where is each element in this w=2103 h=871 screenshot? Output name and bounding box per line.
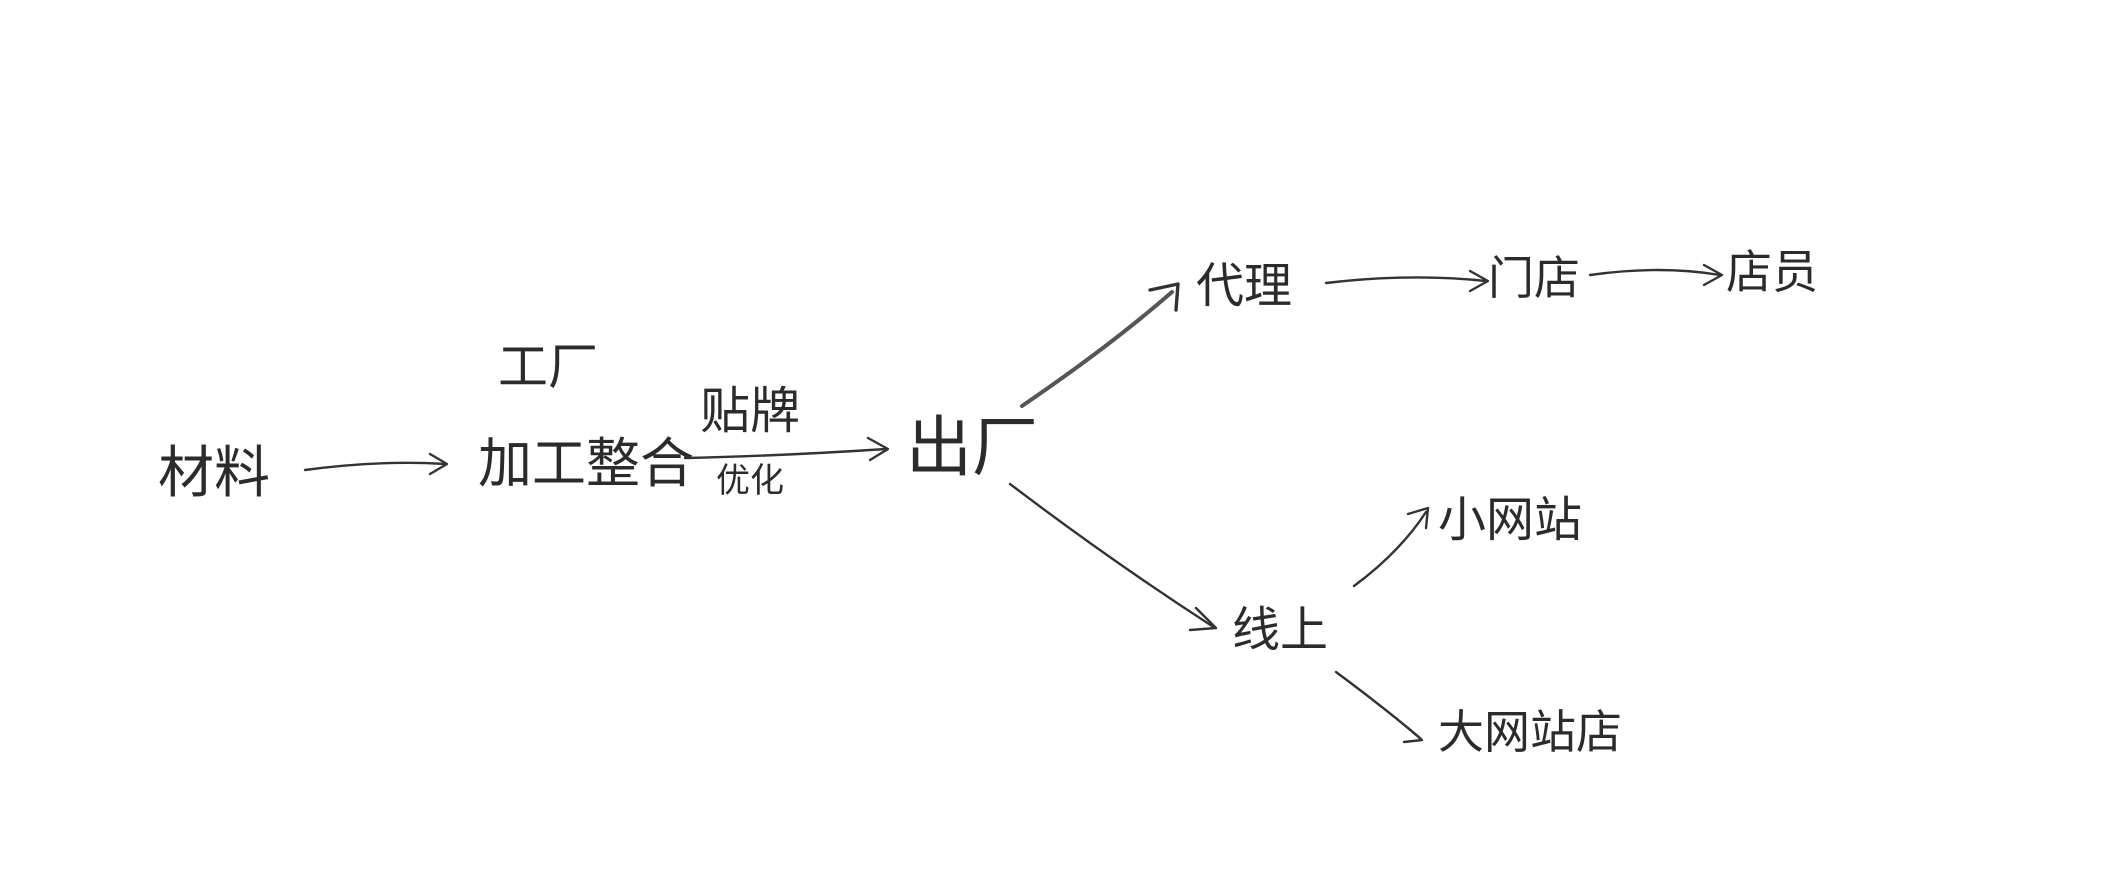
- edge-label-top: 贴牌: [700, 382, 800, 440]
- node-factory: 工厂: [498, 338, 598, 396]
- node-big-site-store: 大网站店: [1438, 705, 1622, 759]
- edge-exit-to-online: [1008, 482, 1218, 632]
- edge-processing-to-exit: [683, 436, 890, 462]
- node-material: 材料: [158, 441, 270, 506]
- edge-online-to-small-site: [1352, 506, 1430, 588]
- edge-store-to-clerk: [1588, 263, 1724, 287]
- node-clerk: 店员: [1726, 245, 1818, 299]
- node-store: 门店: [1488, 251, 1580, 305]
- node-exit-factory: 出厂: [906, 409, 1038, 486]
- edge-label-bottom: 优化: [716, 461, 784, 501]
- node-processing: 加工整合: [478, 432, 694, 495]
- edge-material-to-processing: [303, 452, 449, 476]
- edge-online-to-big-site-store: [1334, 670, 1424, 744]
- node-small-site: 小网站: [1438, 492, 1582, 548]
- edge-agent-to-store: [1324, 269, 1490, 293]
- edge-exit-to-agent: [1020, 282, 1180, 408]
- node-agent: 代理: [1196, 258, 1292, 314]
- node-online: 线上: [1232, 602, 1328, 658]
